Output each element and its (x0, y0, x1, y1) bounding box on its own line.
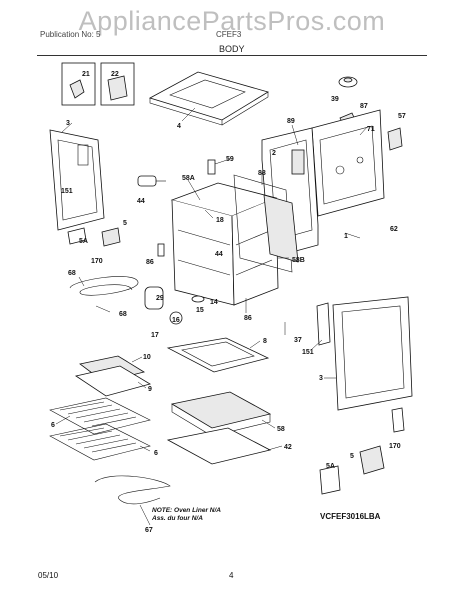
callout-3-top: 3 (66, 120, 70, 127)
callout-4: 4 (177, 123, 181, 130)
part-14[interactable] (191, 295, 205, 303)
callout-151-bottom: 151 (302, 349, 314, 356)
part-59[interactable] (207, 159, 216, 175)
callout-5-left: 5 (123, 220, 127, 227)
callout-21: 21 (82, 71, 90, 78)
callout-17: 17 (151, 332, 159, 339)
section-title: BODY (219, 44, 245, 54)
callout-9: 9 (148, 386, 152, 393)
callout-1: 1 (344, 233, 348, 240)
callout-6-upper: 6 (51, 422, 55, 429)
callout-5A-left: 5A (79, 238, 88, 245)
callout-62: 62 (390, 226, 398, 233)
part-39-knob[interactable] (338, 76, 358, 88)
callout-2: 2 (272, 150, 276, 157)
callout-67: 67 (145, 527, 153, 534)
callout-44-left: 44 (137, 198, 145, 205)
oven-bottom[interactable] (166, 337, 270, 373)
callout-59: 59 (226, 156, 234, 163)
leg-foot-right[interactable] (359, 445, 385, 475)
callout-5A-right: 5A (326, 463, 335, 470)
callout-58A: 58A (182, 175, 195, 182)
insulation-58A[interactable] (233, 174, 293, 273)
callout-6-lower: 6 (154, 450, 158, 457)
callout-8: 8 (263, 338, 267, 345)
callout-68-top: 68 (68, 270, 76, 277)
callout-58B: 58B (292, 257, 305, 264)
callout-42: 42 (284, 444, 292, 451)
callout-5-right: 5 (350, 453, 354, 460)
callout-37: 37 (294, 337, 302, 344)
callout-15: 15 (196, 307, 204, 314)
callout-71: 71 (367, 126, 375, 133)
part-57-clip[interactable] (387, 127, 403, 151)
part-21-box[interactable] (61, 62, 96, 106)
part-151-strip[interactable] (316, 302, 331, 346)
callout-170-left: 170 (91, 258, 103, 265)
bracket-170-right[interactable] (391, 407, 405, 433)
callout-22: 22 (111, 71, 119, 78)
callout-29: 29 (156, 295, 164, 302)
part-16[interactable] (169, 311, 183, 325)
callout-44-center: 44 (215, 251, 223, 258)
drawer-bottom-42[interactable] (166, 427, 272, 465)
part-86-left[interactable] (157, 243, 165, 257)
callout-18: 18 (216, 217, 224, 224)
side-panel-left[interactable] (49, 129, 105, 231)
part-29[interactable] (144, 286, 164, 310)
callout-39: 39 (331, 96, 339, 103)
publication-number: Publication No: 5 (40, 30, 101, 39)
diagram-code: VCFEF3016LBA (320, 512, 381, 521)
side-panel-right[interactable] (332, 296, 413, 411)
callout-68-bottom: 68 (119, 311, 127, 318)
callout-86-right: 86 (244, 315, 252, 322)
leveling-bracket-left[interactable] (101, 227, 121, 247)
bake-element[interactable] (69, 276, 139, 296)
callout-89: 89 (287, 118, 295, 125)
callout-3-bottom: 3 (319, 375, 323, 382)
sensor-assembly[interactable] (137, 175, 166, 187)
leveling-leg-right[interactable] (319, 465, 341, 495)
leveling-leg-left[interactable] (67, 227, 87, 245)
callout-16: 16 (172, 317, 180, 324)
model-number: CFEF3 (216, 30, 242, 39)
callout-88: 88 (258, 170, 266, 177)
broil-element[interactable] (94, 475, 171, 505)
header-rule (37, 55, 427, 56)
callout-87: 87 (360, 103, 368, 110)
callout-86-left: 86 (146, 259, 154, 266)
oven-rack-lower[interactable] (49, 423, 151, 461)
footer-date: 05/10 (38, 571, 59, 580)
top-panel[interactable] (148, 71, 269, 126)
note-line-2: Ass. du four N/A (152, 515, 203, 522)
watermark: AppliancePartsPros.com (78, 6, 386, 36)
oven-cavity[interactable] (170, 182, 279, 306)
oven-rack-upper[interactable] (49, 397, 151, 435)
callout-14: 14 (210, 299, 218, 306)
callout-10: 10 (143, 354, 151, 361)
leader-lines (55, 107, 369, 526)
callout-170-right: 170 (389, 443, 401, 450)
footer-page-number: 4 (229, 571, 234, 580)
oven-liner-note: NOTE: Oven Liner N/A Ass. du four N/A (152, 507, 221, 523)
broil-pan[interactable] (75, 355, 152, 397)
callout-57: 57 (398, 113, 406, 120)
callout-58: 58 (277, 426, 285, 433)
insulation-58B[interactable] (263, 194, 299, 263)
note-line-1: NOTE: Oven Liner N/A (152, 507, 221, 514)
part-22-box[interactable] (100, 62, 135, 106)
back-panel[interactable] (311, 109, 385, 217)
callout-151-top: 151 (61, 188, 73, 195)
